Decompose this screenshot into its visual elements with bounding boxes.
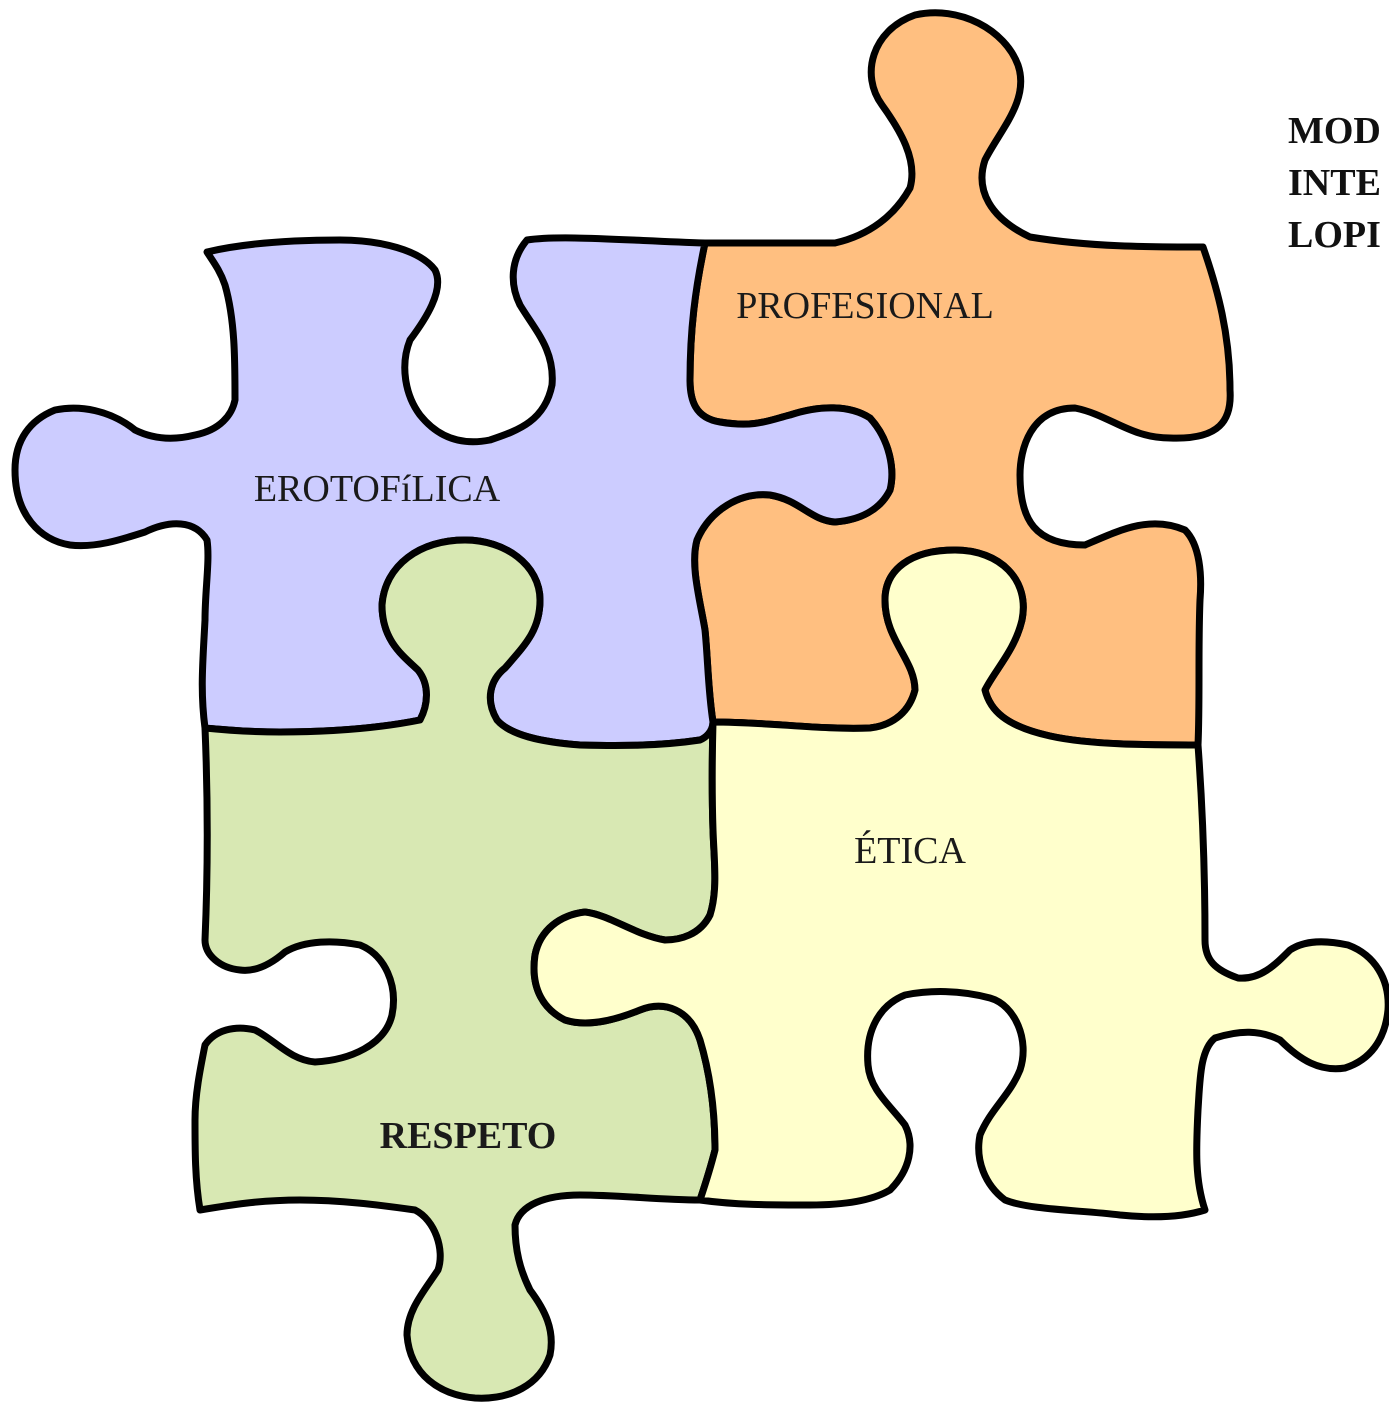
side-text: MOD INTE LOPI (1288, 112, 1381, 268)
label-respeto: RESPETO (380, 1115, 557, 1157)
label-etica: ÉTICA (854, 830, 966, 872)
side-text-line-1: MOD (1288, 110, 1381, 152)
puzzle-piece-etica (530, 546, 1389, 1221)
side-text-line-2: INTE (1288, 162, 1381, 204)
label-erotofilica: EROTOFíLICA (254, 468, 501, 510)
side-text-line-3: LOPI (1288, 214, 1381, 256)
label-profesional: PROFESIONAL (736, 285, 994, 327)
